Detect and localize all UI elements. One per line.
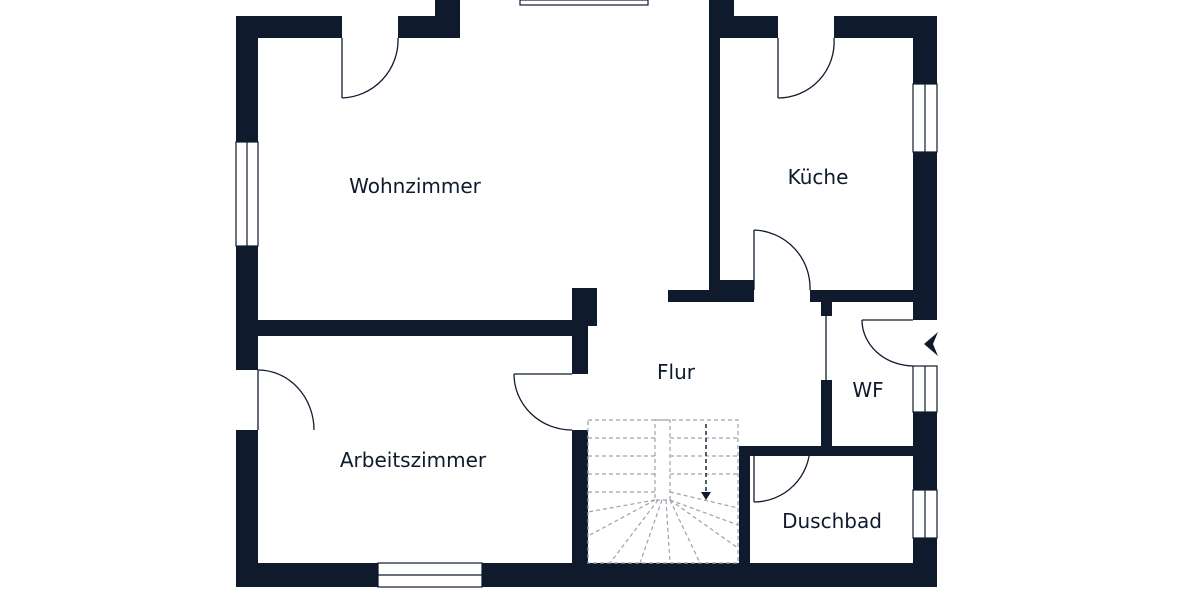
window-bottom-arbeitszimmer: [377, 562, 483, 588]
window-left-wohnzimmer: [235, 141, 259, 247]
window-right-wf: [912, 365, 938, 413]
room-label-kueche: Küche: [787, 165, 849, 189]
room-label-flur: Flur: [657, 360, 695, 384]
window-right-duschbad: [912, 489, 938, 539]
door-arbeitszimmer-flur: [513, 373, 573, 431]
door-arbeitszimmer-left: [257, 369, 315, 431]
door-kueche-top: [777, 37, 835, 99]
room-label-wf: WF: [852, 378, 884, 402]
room-label-wohnzimmer: Wohnzimmer: [349, 174, 481, 198]
room-label-arbeitszimmer: Arbeitszimmer: [339, 448, 487, 472]
door-kueche-flur: [753, 229, 811, 291]
windows: [235, 0, 938, 588]
door-duschbad: [753, 445, 811, 503]
window-top: [519, 0, 649, 6]
entrance-arrow-icon: [924, 332, 938, 356]
room-label-duschbad: Duschbad: [782, 509, 882, 533]
stair-direction-arrow: [701, 424, 711, 500]
interior-walls: [258, 38, 937, 563]
doors: [257, 37, 914, 503]
door-wohnzimmer-top: [341, 37, 399, 99]
staircase: [587, 419, 739, 564]
window-right-kueche: [912, 83, 938, 153]
outer-walls: [236, 0, 937, 587]
door-entrance: [861, 319, 914, 367]
